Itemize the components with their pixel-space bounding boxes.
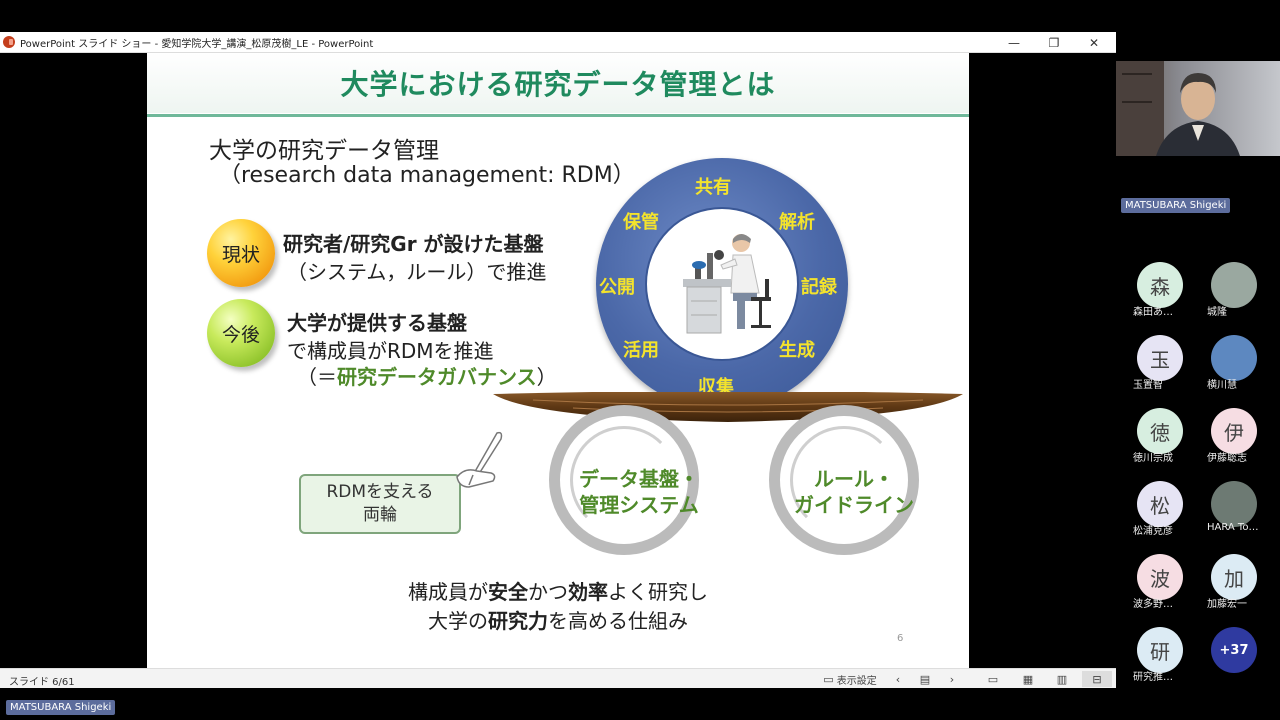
rdm-support-line1: RDMを支える	[326, 482, 434, 502]
wheel-left-line1: データ基盤・	[579, 467, 699, 491]
future-badge: 今後	[207, 299, 275, 367]
next-slide-button[interactable]: ›	[949, 672, 955, 686]
cycle-utilize: 活用	[623, 340, 659, 361]
rdm-support-line2: 両輪	[363, 505, 397, 525]
display-settings-label: 表示設定	[836, 675, 877, 687]
cycle-record: 記録	[801, 277, 837, 298]
participant-avatar[interactable]: 松	[1137, 481, 1183, 527]
ring-center	[645, 207, 799, 361]
participant-name: 研究推…	[1133, 672, 1173, 683]
slide-page-number: 6	[897, 633, 904, 644]
speaker-name-tag: MATSUBARA Shigeki	[1121, 198, 1231, 213]
summary-1c: かつ	[528, 580, 568, 604]
hand-writing-icon	[456, 431, 503, 488]
summary-1e: よく研究し	[608, 580, 708, 604]
participant-avatar[interactable]	[1211, 262, 1257, 308]
powerpoint-app-icon	[3, 36, 15, 48]
minimize-button[interactable]: —	[1008, 35, 1020, 50]
participant-name: 玉置智	[1133, 380, 1163, 391]
rules-guidelines-wheel	[769, 405, 919, 555]
cycle-publish: 公開	[599, 277, 635, 298]
platform-board	[493, 392, 963, 422]
participant-name: HARA To…	[1207, 522, 1259, 533]
participant-name: 城隆	[1207, 307, 1227, 318]
future-description-2: で構成員がRDMを推進	[287, 339, 494, 363]
slide-counter: スライド 6/61	[9, 677, 75, 688]
current-description-2: （システム，ルール）で推進	[287, 260, 547, 284]
future-line3-close: ）	[536, 365, 557, 389]
slide-title: 大学における研究データ管理とは	[147, 53, 969, 113]
previous-slide-button[interactable]: ‹	[895, 672, 901, 686]
maximize-button[interactable]: ❐	[1048, 35, 1060, 50]
future-description-1: 大学が提供する基盤	[287, 311, 467, 335]
current-description-1: 研究者/研究Gr が設けた基盤	[283, 232, 544, 256]
window-title: PowerPoint スライド ショー - 愛知学院大学_講演_松原茂樹_LE …	[20, 38, 374, 50]
summary-1d: 効率	[568, 580, 608, 604]
title-divider	[147, 114, 969, 117]
rdm-subheading: （research data management: RDM）	[219, 163, 635, 188]
participant-avatar[interactable]: 徳	[1137, 408, 1183, 454]
participant-name: 松浦克彦	[1133, 526, 1173, 537]
presenter-name-tag: MATSUBARA Shigeki	[6, 700, 116, 715]
participant-name: 横川慧	[1207, 380, 1237, 391]
rdm-support-box: RDMを支える 両輪	[299, 474, 461, 534]
summary-2a: 大学の	[428, 609, 488, 633]
participant-avatar[interactable]: 森	[1137, 262, 1183, 308]
cycle-share: 共有	[695, 177, 731, 198]
slide[interactable]: 大学における研究データ管理とは 大学の研究データ管理 （research dat…	[147, 53, 969, 668]
wheel-right-line2: ガイドライン	[794, 493, 914, 517]
status-bar: スライド 6/61 ▭表示設定 ‹ ▤ › ▭ ▦ ▥ ⊟	[0, 668, 1116, 688]
monitor-icon: ▭	[823, 672, 834, 686]
speaker-video[interactable]	[1116, 61, 1280, 156]
future-line3-open: （＝	[297, 365, 337, 389]
participant-name: 徳川宗成	[1133, 453, 1173, 464]
reading-view-icon[interactable]: ▥	[1056, 672, 1068, 686]
participant-avatar[interactable]: 伊	[1211, 408, 1257, 454]
participant-avatar[interactable]: 玉	[1137, 335, 1183, 381]
participant-name: 森田あ…	[1133, 307, 1173, 318]
participant-name: 波多野…	[1133, 599, 1173, 610]
rdm-heading: 大学の研究データ管理	[209, 138, 439, 164]
close-button[interactable]: ✕	[1088, 35, 1100, 50]
cycle-generate: 生成	[779, 340, 815, 361]
participant-avatar[interactable]: 加	[1211, 554, 1257, 600]
display-settings-button[interactable]: ▭表示設定	[820, 671, 880, 687]
summary-1b: 安全	[488, 580, 528, 604]
participant-name: 伊藤聡志	[1207, 453, 1247, 464]
summary-2c: を高める仕組み	[548, 609, 688, 633]
current-badge: 現状	[207, 219, 275, 287]
researcher-microscope-icon	[683, 234, 771, 334]
participant-name: 加藤宏一	[1207, 599, 1247, 610]
slide-show-area: 大学における研究データ管理とは 大学の研究データ管理 （research dat…	[0, 53, 1116, 668]
slide-menu-icon[interactable]: ▤	[919, 672, 931, 686]
data-platform-wheel	[549, 405, 699, 555]
participant-avatar[interactable]	[1211, 481, 1257, 527]
future-description-3: （＝研究データガバナンス）	[297, 361, 557, 390]
participant-avatar[interactable]	[1211, 335, 1257, 381]
cycle-analyze: 解析	[779, 212, 815, 233]
normal-view-icon[interactable]: ▭	[987, 672, 999, 686]
slideshow-view-icon[interactable]: ⊟	[1082, 671, 1112, 687]
participant-avatar[interactable]: 波	[1137, 554, 1183, 600]
research-data-governance-text: 研究データガバナンス	[337, 365, 537, 389]
summary-1a: 構成員が	[408, 580, 488, 604]
participant-avatar[interactable]: 研	[1137, 627, 1183, 673]
window-titlebar[interactable]: PowerPoint スライド ショー - 愛知学院大学_講演_松原茂樹_LE …	[0, 32, 1116, 53]
data-lifecycle-ring	[596, 158, 848, 410]
wheel-left-line2: 管理システム	[579, 493, 699, 517]
summary-2b: 研究力	[488, 609, 548, 633]
slide-sorter-icon[interactable]: ▦	[1022, 672, 1034, 686]
summary-line-1: 構成員が安全かつ効率よく研究し	[147, 576, 969, 605]
more-participants-button[interactable]: +37	[1211, 627, 1257, 673]
summary-line-2: 大学の研究力を高める仕組み	[147, 605, 969, 634]
powerpoint-window: PowerPoint スライド ショー - 愛知学院大学_講演_松原茂樹_LE …	[0, 32, 1116, 688]
wheel-right-line1: ルール・	[814, 467, 894, 491]
speaker-person	[1116, 61, 1240, 156]
cycle-store: 保管	[623, 212, 659, 233]
